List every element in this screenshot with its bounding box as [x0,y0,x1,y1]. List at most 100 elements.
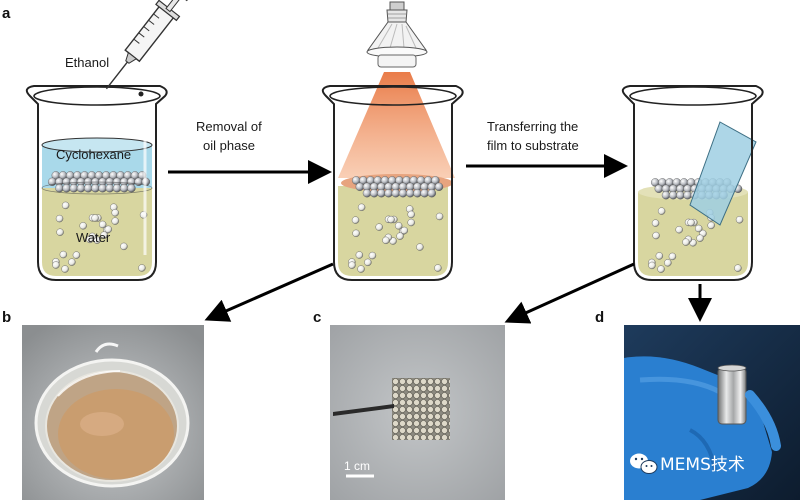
bead [683,190,692,200]
bead [55,214,64,223]
panel-label-a: a [2,5,11,22]
bead [355,182,364,192]
bead [657,265,665,273]
bead [735,216,744,224]
bead [364,258,372,267]
bead [420,188,429,198]
bead [434,182,444,192]
bead [351,216,360,224]
bead [675,226,683,234]
bead [676,190,685,200]
bead [387,215,395,224]
bead [61,201,70,210]
water-beads [348,203,444,273]
bead [431,176,440,185]
bead [61,265,69,273]
bead [352,229,360,238]
bead [687,218,695,227]
coated-tube [717,367,747,425]
bead [72,251,81,259]
water-phase [42,188,152,276]
bead-monolayer [48,171,151,193]
bead [406,188,415,198]
bead [91,214,99,222]
panel-label-d: d [595,309,604,326]
bead [377,188,386,198]
bead [668,252,677,261]
bead [91,183,100,193]
bead [368,251,377,260]
bead [654,184,663,194]
bead-mesh-film [392,378,450,440]
bead [395,222,403,230]
dried-bead-film [352,176,444,198]
bead [112,183,122,193]
bead [348,261,356,269]
bead [357,265,365,273]
bead [127,183,136,193]
bead [119,183,129,193]
bead [120,242,128,251]
bead [707,221,715,230]
arrow-to-b [204,262,334,322]
bead [83,183,93,193]
syringe-icon [105,0,190,90]
bead [669,190,678,200]
bead [138,264,146,272]
bead [111,209,119,217]
bead [375,223,383,231]
photo-b [22,325,204,500]
substrate-slide [689,121,757,226]
beaker-1 [25,85,168,281]
photo-c: 1 cm [330,325,505,500]
bead [384,188,393,198]
label-ethanol: Ethanol [65,55,109,70]
bead [52,261,60,269]
label-water: Water [76,230,111,245]
bead [98,183,107,193]
bead [382,236,390,245]
lamp-icon [366,1,428,68]
bead [357,203,366,212]
bead [655,252,664,260]
bead [99,220,107,229]
bead [76,183,86,193]
bead [648,261,656,270]
bead [68,258,76,266]
bead [682,238,690,246]
water-beads [648,207,744,273]
bead [734,264,742,272]
bead [652,231,660,240]
bead [398,188,408,198]
bead [105,183,115,193]
bead [370,188,379,198]
bead [111,217,119,225]
ethanol-drop [138,91,144,97]
panel-label-b: b [2,309,11,326]
bead [416,243,424,251]
bead [657,207,666,215]
beaker-2 [321,72,464,281]
watermark: MEMS技术 [630,453,745,475]
bead [62,183,71,193]
bead [355,251,364,259]
bead [664,259,672,267]
bead [362,188,372,198]
bead [651,219,660,227]
bead [413,188,422,198]
bead [661,190,671,200]
beaker-3 [621,85,764,281]
bead [695,224,703,233]
bead [55,183,64,193]
bead [434,264,442,272]
bead [435,212,444,221]
bead [407,210,415,219]
bead [407,218,415,227]
arrow-to-c [504,262,635,324]
label-removal-1: Removal of [196,119,262,134]
label-cyclohexane: Cyclohexane [56,147,131,162]
bead [59,250,68,259]
label-transfer-1: Transferring the [487,119,578,134]
bead [100,231,108,239]
label-transfer-2: film to substrate [487,138,579,153]
